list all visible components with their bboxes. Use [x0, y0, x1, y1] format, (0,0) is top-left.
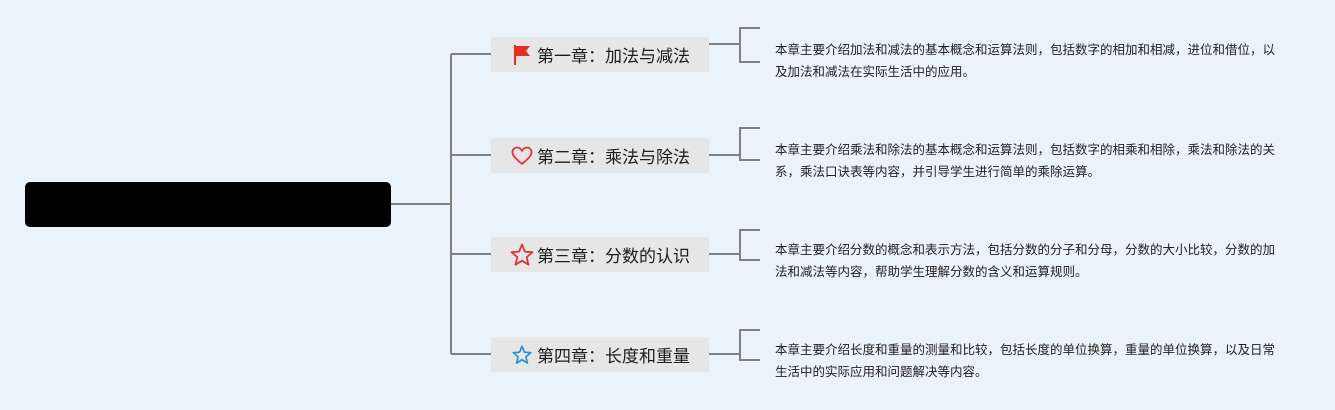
chapter-3-topic[interactable]: 第三章：分数的认识	[491, 237, 709, 272]
chapter-1-description: 本章主要介绍加法和减法的基本概念和运算法则，包括数字的相加和相减，进位和借位，以…	[775, 42, 1276, 79]
desc-bracket-4	[709, 329, 760, 361]
chapter-2-topic[interactable]: 第二章：乘法与除法	[491, 138, 709, 173]
chapter-3-title: 第三章：分数的认识	[537, 247, 690, 267]
root-topic[interactable]	[25, 182, 391, 227]
blue-star-outline-icon	[510, 343, 534, 367]
desc-bracket-1	[709, 27, 760, 63]
chapter-2-title: 第二章：乘法与除法	[537, 148, 690, 168]
desc-bracket-3	[709, 229, 760, 261]
red-star-outline-icon	[510, 243, 534, 267]
chapter-2-description: 本章主要介绍乘法和除法的基本概念和运算法则，包括数字的相乘和相除，乘法和除法的关…	[775, 142, 1276, 179]
chapter-4-description: 本章主要介绍长度和重量的测量和比较，包括长度的单位换算，重量的单位换算，以及日常…	[775, 342, 1276, 379]
desc-bracket-2	[709, 127, 760, 161]
red-flag-icon	[510, 43, 534, 67]
chapter-4-title: 第四章：长度和重量	[537, 347, 690, 367]
chapter-1-topic[interactable]: 第一章：加法与减法	[491, 37, 709, 72]
chapter-1-title: 第一章：加法与减法	[537, 47, 690, 67]
chapter-3-description: 本章主要介绍分数的概念和表示方法，包括分数的分子和分母，分数的大小比较，分数的加…	[775, 242, 1276, 279]
heart-outline-icon	[510, 144, 534, 168]
chapter-4-topic[interactable]: 第四章：长度和重量	[491, 337, 709, 372]
